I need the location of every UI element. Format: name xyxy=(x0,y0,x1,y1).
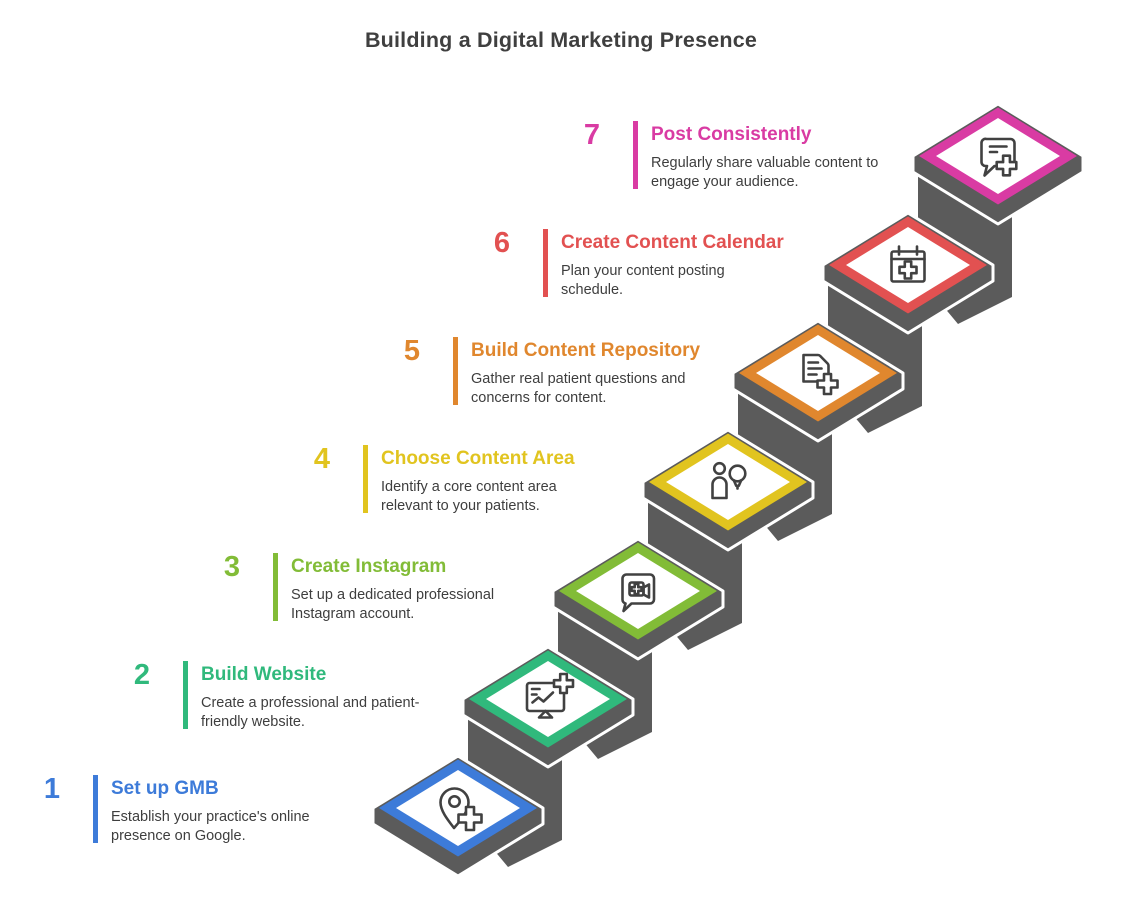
step-accent-bar xyxy=(633,121,638,189)
step-accent-bar xyxy=(273,553,278,621)
map-pin-plus-icon xyxy=(439,787,483,832)
step-accent-bar xyxy=(363,445,368,513)
step-accent-bar xyxy=(183,661,188,729)
step-title: Build Website xyxy=(201,664,327,685)
person-idea-icon xyxy=(711,461,747,500)
step-description: Regularly share valuable content to enga… xyxy=(651,155,879,190)
document-plus-icon xyxy=(802,353,839,396)
step-title: Post Consistently xyxy=(651,124,812,145)
page-title: Building a Digital Marketing Presence xyxy=(364,28,758,52)
step-description: Identify a core content area relevant to… xyxy=(381,479,557,514)
step-accent-bar xyxy=(453,337,458,405)
video-chat-plus-icon xyxy=(621,573,656,613)
step-number: 7 xyxy=(583,119,600,151)
step-number: 2 xyxy=(133,659,150,691)
chat-plus-icon xyxy=(980,137,1018,177)
step-accent-bar xyxy=(93,775,98,843)
step-number: 6 xyxy=(493,227,510,259)
monitor-chart-plus-icon xyxy=(525,672,575,719)
step-title: Choose Content Area xyxy=(381,448,575,469)
step-diamond-inner xyxy=(666,444,790,520)
step-number: 4 xyxy=(313,443,330,475)
step-diamond-inner xyxy=(756,335,880,411)
step-title: Create Content Calendar xyxy=(561,232,784,253)
step-description: Establish your practice's online presenc… xyxy=(111,809,310,844)
step-title: Set up GMB xyxy=(111,778,219,799)
step-diamond-inner xyxy=(396,770,520,846)
step-number: 1 xyxy=(43,773,60,805)
step-title: Build Content Repository xyxy=(471,340,701,361)
step-diamond-inner xyxy=(936,118,1060,194)
step-number: 3 xyxy=(223,551,240,583)
step-number: 5 xyxy=(403,335,420,367)
step-description: Set up a dedicated professional Instagra… xyxy=(291,587,495,622)
step-accent-bar xyxy=(543,229,548,297)
step-text-block: Set up GMB Establish your practice's onli… xyxy=(111,777,383,845)
step-title: Create Instagram xyxy=(291,556,447,577)
step-description: Plan your content posting schedule. xyxy=(561,263,725,298)
step-description: Create a professional and patient- frien… xyxy=(201,695,420,730)
calendar-plus-icon xyxy=(890,245,926,283)
step-description: Gather real patient questions and concer… xyxy=(471,371,686,406)
